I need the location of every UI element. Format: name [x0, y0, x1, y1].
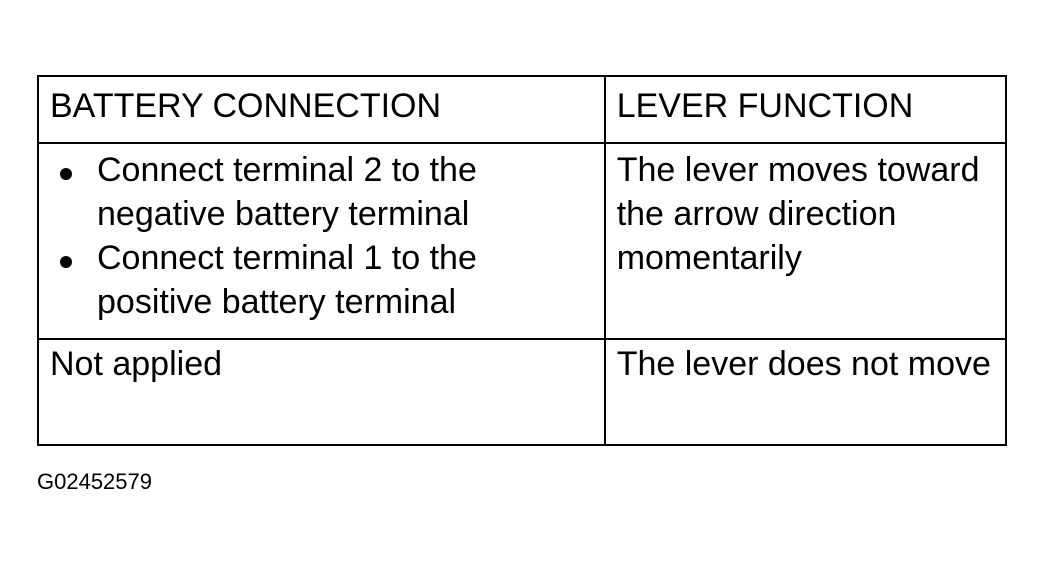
- connection-bullet-text: Connect terminal 1 to the positive batte…: [97, 239, 477, 321]
- bullet-icon: [60, 168, 72, 180]
- connection-bullet-text: Connect terminal 2 to the negative batte…: [97, 151, 477, 233]
- table-row: Not applied The lever does not move: [37, 338, 1008, 446]
- table-header-row: BATTERY CONNECTION LEVER FUNCTION: [37, 75, 1008, 144]
- connection-cell: Connect terminal 2 to the negative batte…: [37, 142, 606, 340]
- function-cell: The lever moves toward the arrow directi…: [603, 142, 1008, 340]
- header-battery-connection: BATTERY CONNECTION: [37, 75, 606, 144]
- list-item: Connect terminal 1 to the positive batte…: [50, 236, 594, 324]
- function-cell: The lever does not move: [603, 338, 1008, 446]
- list-item: Connect terminal 2 to the negative batte…: [50, 148, 594, 236]
- table-row: Connect terminal 2 to the negative batte…: [37, 142, 1008, 340]
- connection-bullet-list: Connect terminal 2 to the negative batte…: [50, 148, 594, 324]
- figure-id: G02452579: [37, 469, 152, 494]
- header-lever-function: LEVER FUNCTION: [603, 75, 1008, 144]
- battery-lever-table: BATTERY CONNECTION LEVER FUNCTION Connec…: [37, 75, 1008, 446]
- connection-cell: Not applied: [37, 338, 606, 446]
- bullet-icon: [60, 256, 72, 268]
